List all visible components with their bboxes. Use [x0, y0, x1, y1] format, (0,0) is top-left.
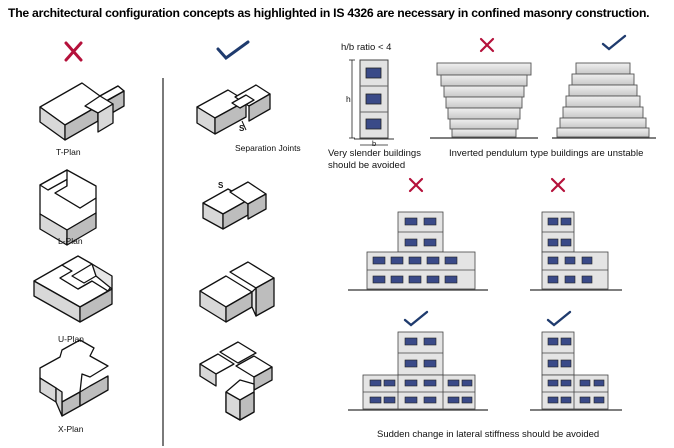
stiffness-cross-icon-right: [550, 177, 566, 193]
u-plan-diagram: [33, 255, 113, 323]
check-icon: [216, 40, 250, 61]
slender-b-label: b: [372, 139, 377, 148]
slender-caption-line2: should be avoided: [328, 160, 406, 171]
l-plan-diagram: [39, 169, 97, 246]
separation-marker: S: [239, 124, 245, 133]
stiffness-caption: Sudden change in lateral stiffness shoul…: [377, 429, 600, 440]
pendulum-cross-icon: [479, 37, 495, 53]
slender-caption-line1: Very slender buildings: [328, 148, 421, 159]
inverted-pendulum-building: [430, 62, 538, 139]
stiffness-cross-icon-left: [408, 177, 424, 193]
stepped-pyramid-building: [552, 62, 656, 139]
x-plan-separated: [199, 341, 273, 421]
pendulum-check-icon: [601, 34, 627, 51]
building-offset-right: [530, 211, 622, 291]
l-plan-separated: [202, 181, 267, 230]
slender-ratio-label: h/b ratio < 4: [341, 42, 392, 53]
t-plan-separated: [196, 84, 271, 135]
x-plan-label: X-Plan: [58, 424, 84, 434]
page-title: The architectural configuration concepts…: [8, 6, 650, 20]
x-plan-diagram: [39, 339, 109, 417]
building-regular-left: [348, 331, 488, 411]
separation-marker-l: S: [218, 181, 224, 190]
u-plan-separated: [199, 261, 275, 323]
l-plan-label: L-Plan: [58, 236, 83, 246]
stiffness-check-icon-right: [546, 310, 572, 327]
t-plan-diagram: [39, 82, 125, 141]
stiffness-check-icon-left: [403, 310, 429, 327]
separation-joints-label: Separation Joints: [235, 143, 301, 153]
t-plan-label: T-Plan: [56, 147, 81, 157]
slender-building: [349, 59, 394, 146]
slender-h-label: h: [346, 94, 351, 104]
building-regular-right: [530, 331, 622, 411]
pendulum-caption: Inverted pendulum type buildings are uns…: [449, 148, 644, 159]
separation-joint-pointer: [241, 120, 247, 131]
building-soft-storey-left: [348, 211, 488, 291]
cross-icon: [64, 41, 83, 62]
u-plan-label: U-Plan: [58, 334, 84, 344]
